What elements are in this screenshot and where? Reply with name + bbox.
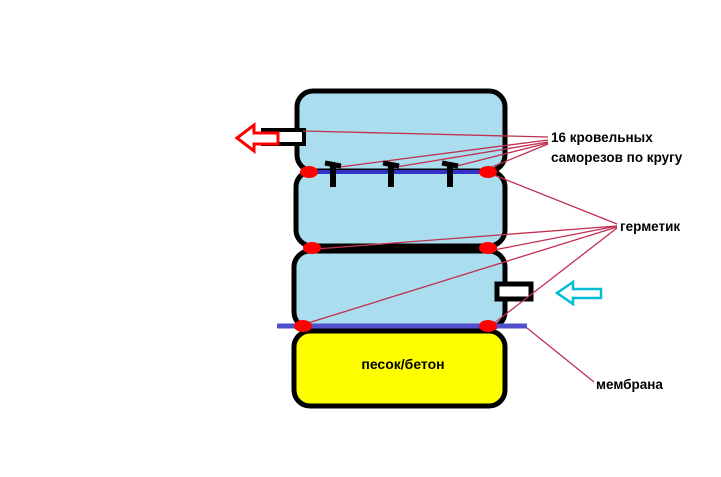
pointer-line	[315, 225, 618, 250]
sand-concrete-base	[291, 328, 508, 409]
screws-label-line1: 16 кровельных	[551, 130, 653, 145]
right-pipe	[494, 281, 534, 302]
pointer-line	[331, 139, 549, 169]
pointer-line	[448, 142, 549, 169]
screw-icon	[382, 160, 400, 187]
annotation-lines	[302, 130, 618, 383]
pointer-line	[486, 143, 549, 170]
screws-label-line2: саморезов по кругу	[551, 150, 683, 165]
sealant-dot	[300, 166, 318, 178]
pointer-line	[493, 225, 618, 251]
tank-section-middle	[293, 168, 508, 249]
sealant-dot	[479, 166, 497, 178]
membrane-label: мембрана	[596, 377, 663, 392]
red-arrow-left-icon	[234, 121, 280, 155]
tank-section-bottom	[291, 248, 508, 331]
sealant-dot	[294, 320, 312, 332]
sealant-dot	[303, 242, 321, 254]
pointer-line	[302, 130, 549, 138]
pointer-line	[389, 141, 549, 169]
pointer-line	[307, 226, 618, 324]
sealant-dot	[479, 320, 497, 332]
sealant-dot	[479, 242, 497, 254]
pointer-line	[492, 227, 618, 325]
base-fill-label: песок/бетон	[361, 356, 444, 372]
pointer-line	[493, 174, 618, 225]
cyan-arrow-left-icon	[554, 279, 603, 307]
screw-icon	[441, 160, 459, 187]
screw-icon	[324, 160, 342, 187]
sealant-label: герметик	[620, 219, 680, 234]
sealant-dots	[294, 166, 497, 332]
pointer-line	[526, 327, 595, 383]
tank-sections	[291, 88, 508, 331]
roofing-screws	[324, 160, 459, 187]
